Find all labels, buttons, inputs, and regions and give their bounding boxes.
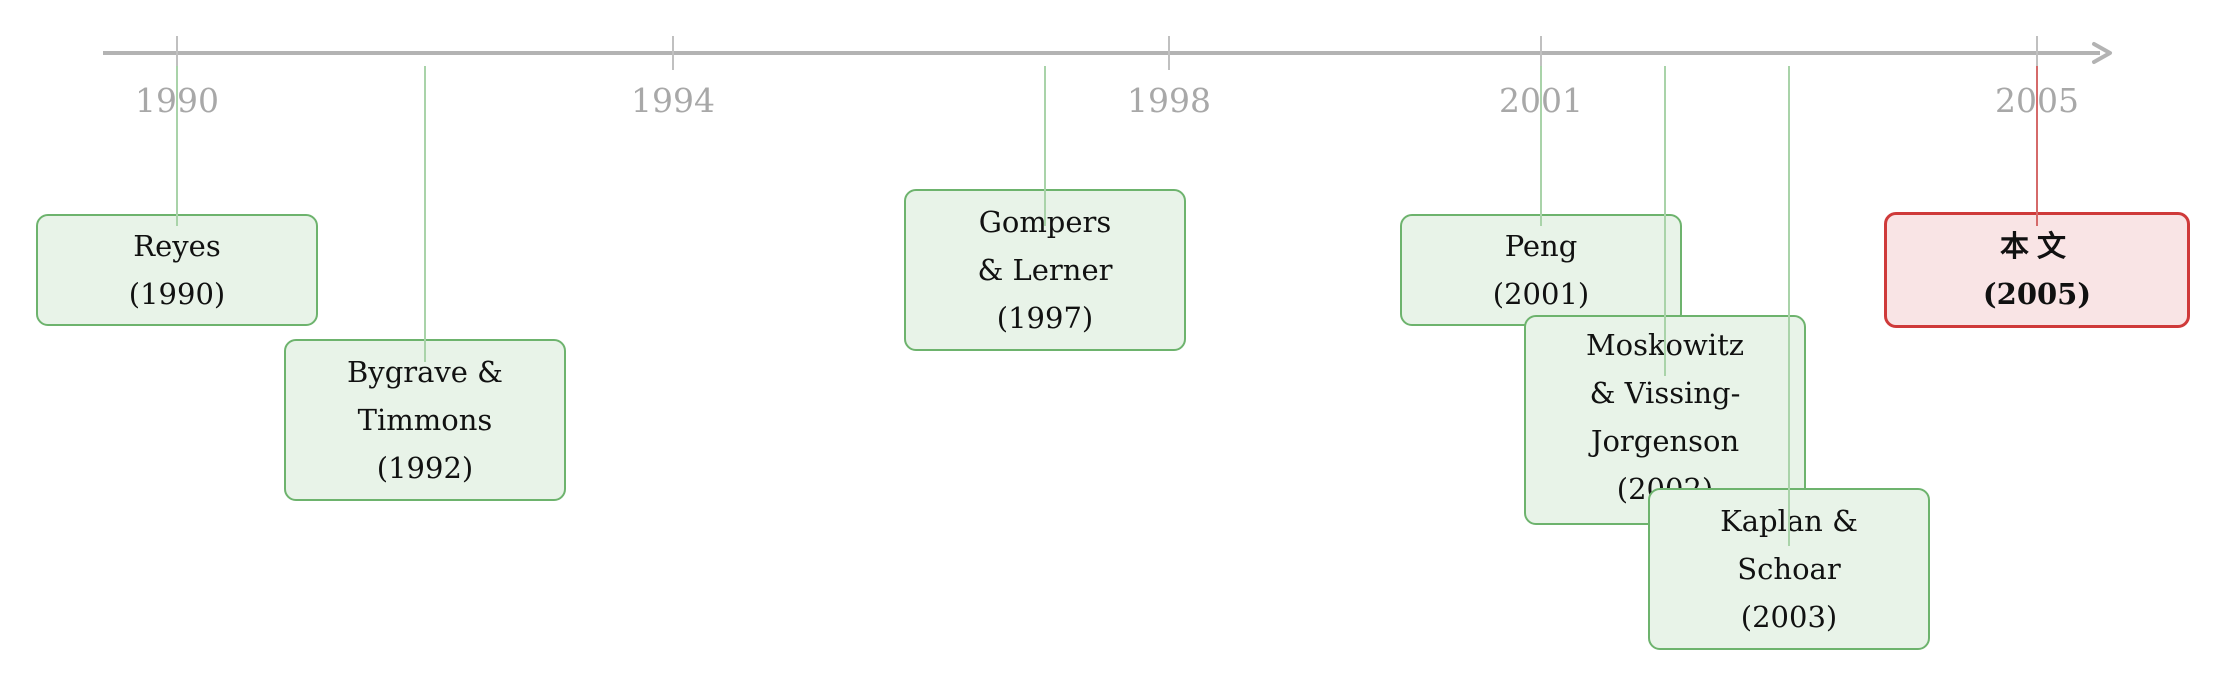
connector-bygrave-timmons (424, 66, 426, 362)
connector-peng (1540, 66, 1542, 226)
connector-this-paper (2036, 66, 2038, 226)
entry-line: Timmons (357, 403, 493, 437)
entry-line: (2001) (1492, 277, 1590, 311)
connector-kaplan-schoar (1788, 66, 1790, 546)
entry-line: 本文 (1999, 229, 2074, 263)
year-label-1994: 1994 (631, 81, 715, 120)
connector-moskowitz-vissing-jorgenson (1664, 66, 1666, 376)
entry-box-kaplan-schoar: Kaplan & Schoar (2003) (1648, 488, 1930, 650)
entry-box-bygrave-timmons: Bygrave & Timmons (1992) (284, 339, 566, 501)
entry-line: & Vissing- (1589, 376, 1741, 410)
entry-line: Schoar (1737, 552, 1841, 586)
entry-line: (1992) (376, 451, 474, 485)
entry-line: & Lerner (977, 253, 1113, 287)
connector-gompers-lerner (1044, 66, 1046, 226)
connector-reyes (176, 66, 178, 226)
entry-box-peng: Peng (2001) (1400, 214, 1682, 326)
entry-line: (2003) (1740, 600, 1838, 634)
year-label-1998: 1998 (1127, 81, 1211, 120)
entry-line: (2005) (1982, 277, 2092, 311)
entry-box-this-paper: 本文 (2005) (1884, 212, 2190, 328)
timeline-arrow-head-icon (2092, 42, 2112, 64)
entry-line: (1990) (128, 277, 226, 311)
entry-line: Reyes (133, 229, 221, 263)
entry-line: (1997) (996, 301, 1094, 335)
entry-box-reyes: Reyes (1990) (36, 214, 318, 326)
entry-line: Jorgenson (1590, 424, 1740, 458)
entry-line: Peng (1504, 229, 1578, 263)
